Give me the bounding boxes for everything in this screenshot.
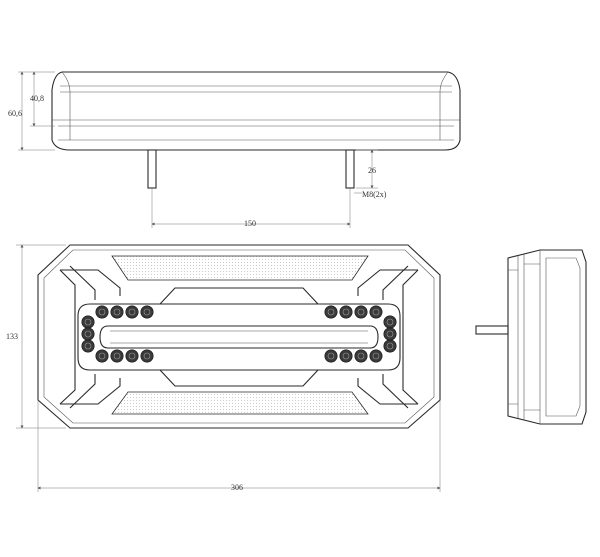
led	[324, 305, 338, 319]
led	[383, 315, 397, 329]
led	[110, 349, 124, 363]
led-lens-ring	[342, 352, 350, 360]
led-lens-ring	[327, 352, 335, 360]
chevron-frame-right	[357, 265, 419, 409]
led-lens-ring	[84, 342, 92, 350]
top-reflector-strip	[111, 255, 369, 281]
led-lens-ring	[98, 352, 106, 360]
led-lens-ring	[327, 308, 335, 316]
led-lens-ring	[372, 352, 380, 360]
dim-front-height-label: 133	[6, 332, 18, 341]
chevron-frame-left	[59, 265, 121, 409]
side-view	[475, 249, 587, 425]
led-lens-ring	[98, 308, 106, 316]
led-lens-ring	[84, 318, 92, 326]
dim-front-width-label: 306	[231, 483, 243, 492]
led	[140, 349, 154, 363]
led-lens-ring	[386, 342, 394, 350]
led	[95, 305, 109, 319]
led-lens-ring	[128, 308, 136, 316]
led-cluster-right	[324, 305, 397, 363]
led-lens-ring	[386, 318, 394, 326]
led-lens-ring	[386, 330, 394, 338]
central-bar	[99, 325, 379, 349]
led	[369, 305, 383, 319]
stud-left	[147, 149, 157, 189]
led-lens-ring	[113, 352, 121, 360]
led-cluster-left	[81, 305, 154, 363]
led	[354, 305, 368, 319]
upper-trapezoid	[159, 287, 319, 305]
central-bar-inner	[110, 330, 368, 344]
led-lens-ring	[357, 308, 365, 316]
side-lens-lines	[517, 250, 581, 424]
led-lens-ring	[128, 352, 136, 360]
led-lens-ring	[372, 308, 380, 316]
led	[81, 339, 95, 353]
led	[339, 349, 353, 363]
led	[81, 315, 95, 329]
led	[140, 305, 154, 319]
dim-stud-length-label: 26	[368, 166, 376, 175]
led-lens-ring	[342, 308, 350, 316]
led	[339, 305, 353, 319]
side-housing-outline	[507, 249, 587, 425]
led-lens-ring	[84, 330, 92, 338]
side-stud	[475, 325, 509, 335]
dim-total-height-label: 60,6	[8, 109, 22, 118]
led	[383, 339, 397, 353]
led	[110, 305, 124, 319]
top-view-body-outline	[51, 71, 461, 151]
led	[81, 327, 95, 341]
led-lens-ring	[143, 308, 151, 316]
side-bevel-lines	[508, 263, 540, 411]
central-light-guide	[77, 303, 401, 371]
led	[354, 349, 368, 363]
led-lens-ring	[357, 352, 365, 360]
led	[369, 349, 383, 363]
stud-thread-label: M8(2x)	[362, 190, 387, 199]
top-view-bevel	[61, 71, 449, 140]
dim-body-height-label: 40,8	[30, 94, 44, 103]
led-lens-ring	[113, 308, 121, 316]
led	[125, 349, 139, 363]
stud-right	[345, 149, 355, 189]
dim-stud-spacing-label: 150	[244, 219, 256, 228]
led	[125, 305, 139, 319]
front-housing-outline	[37, 244, 441, 429]
top-view: 60,6 40,8 26 M8(2x) 150	[8, 71, 461, 228]
led	[383, 327, 397, 341]
front-housing-inner	[43, 249, 435, 424]
led	[324, 349, 338, 363]
front-view: 133 306	[6, 244, 441, 492]
led	[95, 349, 109, 363]
bottom-reflector-strip	[111, 391, 369, 415]
top-view-lens-edge	[52, 85, 460, 141]
led-lens-ring	[143, 352, 151, 360]
lower-trapezoid	[159, 369, 319, 387]
